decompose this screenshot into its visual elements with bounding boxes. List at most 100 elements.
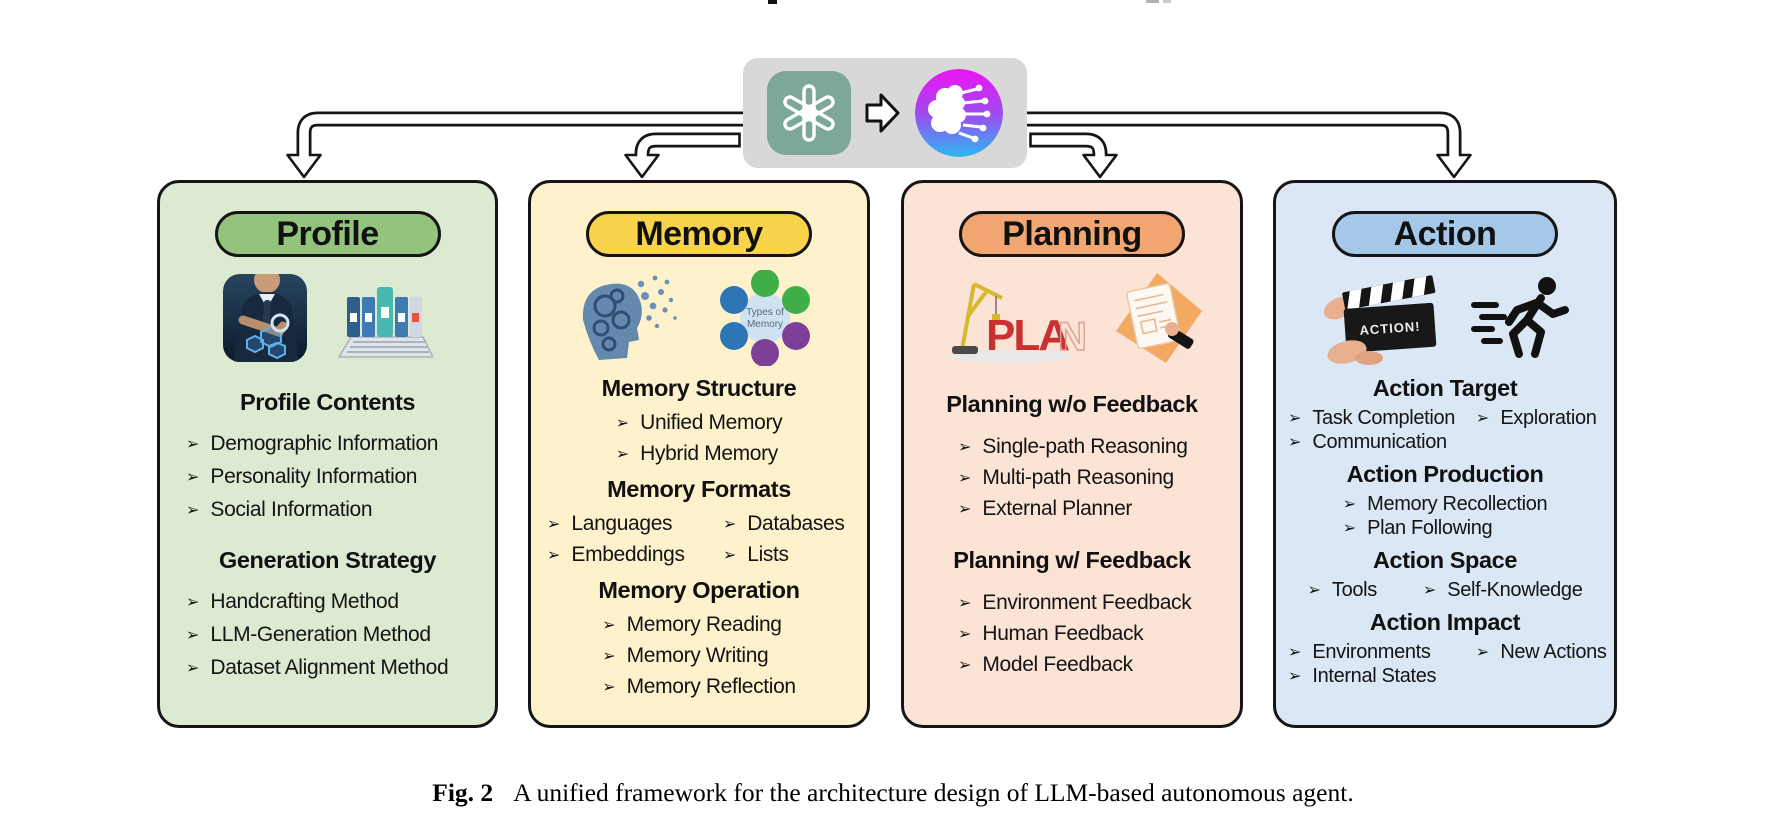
section: Memory Formats➢Languages➢Databases➢Embed… (531, 476, 867, 570)
types-of-memory-image: Types of Memory (720, 270, 810, 366)
section-heading: Memory Operation (598, 577, 800, 603)
panel-memory-title: Memory (586, 211, 812, 257)
list-item-label: New Actions (1500, 640, 1607, 663)
bullet-arrow-icon: ➢ (615, 414, 630, 432)
list-item: ➢ Environment Feedback (958, 587, 1240, 618)
list-item: ➢ LLM-Generation Method (186, 618, 495, 651)
list-item: ➢Demographic Information (186, 427, 495, 460)
section: Action Impact➢Environments➢New Actions➢I… (1276, 609, 1614, 688)
section-heading: Action Target (1372, 375, 1518, 401)
section: Generation Strategy ➢Handcrafting Method➢… (160, 547, 495, 684)
bullet-arrow-icon: ➢ (186, 659, 200, 677)
section-heading: Generation Strategy (218, 547, 436, 573)
businessman-analysis-image (222, 274, 307, 362)
panel-memory: Memory Types of Memory (528, 180, 870, 728)
plan-letters: PLA (986, 311, 1069, 360)
list-item-label: Memory Recollection (1367, 492, 1548, 515)
list-item-label: Tools (1331, 578, 1377, 601)
bullet-arrow-icon: ➢ (1342, 496, 1357, 513)
bullet-arrow-icon: ➢ (615, 445, 630, 463)
list-item-label: LLM-Generation Method (210, 622, 431, 646)
panel-profile-icons (222, 268, 433, 368)
plan-letter-faded: N (1058, 315, 1087, 359)
bullet-arrow-icon: ➢ (1475, 410, 1490, 427)
section-list: ➢ Unified Memory ➢Hybrid Memory (616, 407, 783, 469)
section-heading: Action Space (1372, 547, 1518, 573)
types-of-memory-label-line1: Types of (746, 307, 784, 318)
section-list: ➢Handcrafting Method➢LLM-Generation Meth… (160, 585, 495, 684)
dissolving-head-gears-image (582, 275, 677, 360)
list-item-label: Environments (1312, 640, 1431, 663)
section-heading: Memory Structure (601, 375, 797, 401)
bullet-arrow-icon: ➢ (958, 594, 972, 612)
types-of-memory-label-line2: Memory (747, 319, 783, 330)
section-heading: Planning w/ Feedback (953, 547, 1191, 573)
list-item: ➢Plan Following (1343, 516, 1493, 540)
list-item: ➢Environments (1288, 640, 1476, 664)
list-item: ➢New Actions (1476, 640, 1612, 664)
bullet-arrow-icon: ➢ (602, 616, 616, 634)
section-heading: Profile Contents (239, 389, 416, 415)
crane-plan-image: PLA N (948, 282, 1088, 363)
panel-action-title: Action (1332, 211, 1558, 257)
section: Memory Structure ➢ Unified Memory ➢Hybrid M… (531, 375, 867, 469)
section: Planning w/o Feedback➢Single-path Reason… (904, 391, 1240, 524)
figure-caption-label: Fig. 2 (432, 777, 494, 807)
bullet-arrow-icon: ➢ (186, 593, 200, 611)
list-item: ➢Social Information (186, 493, 495, 526)
clapperboard-image: ACTION! (1323, 275, 1437, 365)
section: Action Space➢Tools➢Self-Knowledge (1276, 547, 1614, 602)
panel-action-sections: Action Target➢Task Completion➢Exploratio… (1276, 368, 1614, 688)
list-item-label: Model Feedback (982, 652, 1133, 676)
list-item-label: Environment Feedback (982, 590, 1192, 614)
panel-profile-sections: Profile Contents ➢Demographic Information… (160, 368, 495, 684)
pipe-end-caps (738, 132, 1032, 148)
list-item-label: Databases (747, 511, 845, 535)
list-item-label: Exploration (1500, 406, 1597, 429)
list-item: ➢ Memory Recollection (1343, 492, 1548, 516)
panel-planning-icons: PLA N (940, 268, 1204, 368)
list-item-label: Unified Memory (640, 410, 783, 434)
list-item: ➢Languages (547, 508, 723, 539)
clapperboard-label: ACTION! (1359, 319, 1421, 338)
bullet-arrow-icon: ➢ (1288, 434, 1302, 451)
list-item-label: Memory Reflection (626, 674, 796, 698)
list-item: ➢Hybrid Memory (615, 438, 779, 469)
list-item: ➢Dataset Alignment Method (186, 651, 495, 684)
bullet-arrow-icon: ➢ (958, 625, 972, 643)
cropped-text-remnant (1146, 0, 1159, 3)
list-item: ➢Tools (1308, 578, 1378, 602)
section-list: ➢Environments➢New Actions➢Internal State… (1276, 640, 1614, 688)
section-heading: Action Impact (1369, 609, 1521, 635)
list-item-label: Memory Reading (626, 612, 782, 636)
panel-memory-icons: Types of Memory (569, 268, 829, 368)
list-item-label: Social Information (210, 497, 373, 521)
list-item: ➢Task Completion (1288, 406, 1476, 430)
panel-memory-sections: Memory Structure ➢ Unified Memory ➢Hybrid M… (531, 368, 867, 702)
list-item-label: External Planner (982, 496, 1133, 520)
bullet-arrow-icon: ➢ (958, 500, 972, 518)
list-item: ➢ External Planner (958, 493, 1240, 524)
bullet-arrow-icon: ➢ (186, 468, 200, 486)
list-item-label: Human Feedback (982, 621, 1144, 645)
section: Action Production➢Memory Recollection➢Pl… (1276, 461, 1614, 540)
bullet-arrow-icon: ➢ (186, 626, 200, 644)
list-item: ➢Communication (1288, 430, 1476, 454)
list-item: ➢ Memory Reading (602, 609, 782, 640)
bullet-arrow-icon: ➢ (722, 515, 737, 533)
list-item: ➢Lists (723, 539, 861, 570)
bullet-arrow-icon: ➢ (547, 546, 561, 564)
list-item-label: Task Completion (1312, 406, 1455, 429)
section-list: ➢Task Completion➢Exploration➢Communicati… (1276, 406, 1614, 454)
bullet-arrow-icon: ➢ (1288, 668, 1302, 685)
llm-to-agent-hub (743, 58, 1027, 168)
list-item: ➢Model Feedback (958, 649, 1240, 680)
list-item-label: Embeddings (571, 542, 685, 566)
panel-action-icons: ACTION! (1317, 268, 1573, 368)
bullet-arrow-icon: ➢ (958, 438, 972, 456)
panel-planning: Planning PLA N (901, 180, 1243, 728)
list-item: ➢Internal States (1288, 664, 1476, 688)
list-item-label: Self-Knowledge (1447, 578, 1583, 601)
